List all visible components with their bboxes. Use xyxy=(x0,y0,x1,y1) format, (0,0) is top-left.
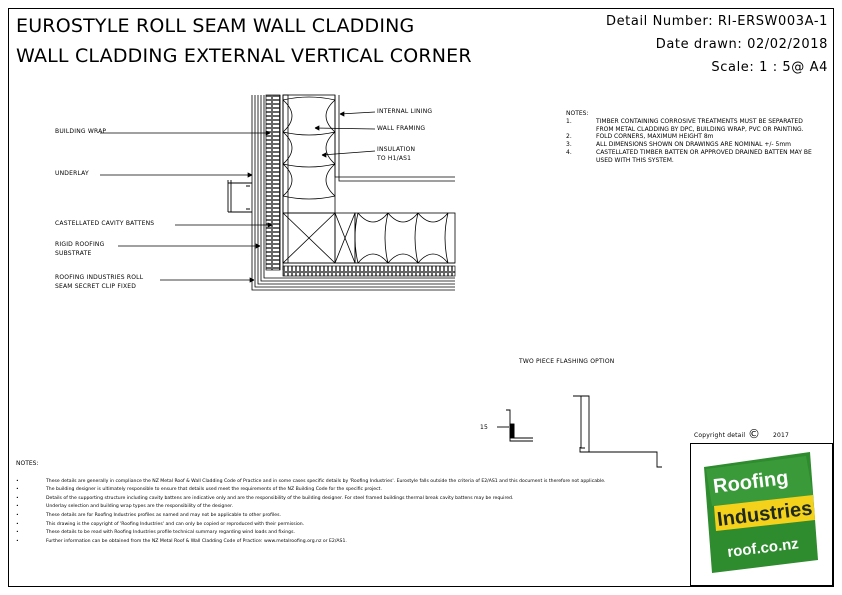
note-item: 4.CASTELLATED TIMBER BATTEN OR APPROVED … xyxy=(566,148,812,164)
bottom-note-item: •These details to be read with Roofing I… xyxy=(16,530,295,536)
cavity-battens-vertical xyxy=(265,94,284,271)
bottom-note-item: •This drawing is the copyright of 'Roofi… xyxy=(16,521,305,527)
note-item: 1.TIMBER CONTAINING CORROSIVE TREATMENTS… xyxy=(566,117,804,133)
wall-insulation-horizontal xyxy=(354,212,456,264)
label-roll-seam-2: SEAM SECRET CLIP FIXED xyxy=(55,283,137,290)
label-wall-framing: WALL FRAMING xyxy=(377,125,426,132)
bottom-note-item: •These details are for Roofing Industrie… xyxy=(16,512,281,518)
notes-right: NOTES: 1.TIMBER CONTAINING CORROSIVE TRE… xyxy=(566,110,816,165)
drawing-title-line-2: WALL CLADDING EXTERNAL VERTICAL CORNER xyxy=(16,45,472,67)
label-rigid-roofing-2: SUBSTRATE xyxy=(55,250,92,257)
drawing-scale: Scale: 1 : 5@ A4 xyxy=(711,60,828,75)
copyright-text: Copyright detail xyxy=(694,432,746,439)
label-insulation-2: TO H1/AS1 xyxy=(377,155,412,162)
drawing-title-line-1: EUROSTYLE ROLL SEAM WALL CLADDING xyxy=(16,15,415,37)
wall-insulation-vertical xyxy=(282,94,336,214)
bottom-note-item: •Details of the supporting structure inc… xyxy=(16,495,514,501)
label-dimension-15: 15 xyxy=(480,424,489,431)
label-underlay: UNDERLAY xyxy=(55,170,89,177)
two-piece-flashing-sketch xyxy=(497,395,662,468)
copyright-icon: © xyxy=(748,427,761,441)
note-item: 3.ALL DIMENSIONS SHOWN ON DRAWINGS ARE N… xyxy=(566,141,792,149)
roll-seam-clip xyxy=(227,180,252,213)
label-castellated-battens: CASTELLATED CAVITY BATTENS xyxy=(55,220,155,227)
label-building-wrap: BUILDING WRAP xyxy=(55,128,107,135)
copyright-year: 2017 xyxy=(773,432,790,439)
callout-leaders xyxy=(100,111,376,283)
label-rigid-roofing-1: RIGID ROOFING xyxy=(55,241,105,248)
label-internal-lining: INTERNAL LINING xyxy=(377,108,433,115)
wall-framing-timber xyxy=(282,94,356,264)
cavity-battens-horizontal xyxy=(282,262,456,277)
label-roll-seam-1: ROOFING INDUSTRIES ROLL xyxy=(55,274,144,281)
date-drawn: Date drawn: 02/02/2018 xyxy=(655,37,828,52)
cladding-layers xyxy=(251,95,455,291)
note-item: 2.FOLD CORNERS, MAXIMUM HEIGHT 8m xyxy=(566,133,714,141)
bottom-note-item: •Further information can be obtained fro… xyxy=(16,538,347,544)
notes-right-heading: NOTES: xyxy=(566,110,589,117)
bottom-note-item: •The building designer is ultimately res… xyxy=(16,487,382,493)
label-two-piece-flashing: TWO PIECE FLASHING OPTION xyxy=(519,358,615,365)
detail-number: Detail Number: RI-ERSW003A-1 xyxy=(605,14,828,29)
notes-bottom-heading: NOTES: xyxy=(16,460,39,467)
label-insulation-1: INSULATION xyxy=(377,146,416,153)
logo-box xyxy=(690,443,833,586)
bottom-note-item: •These details are generally in complian… xyxy=(16,478,606,484)
bottom-note-item: •Underlay selection and building wrap ty… xyxy=(16,504,234,510)
notes-bottom: NOTES: •These details are generally in c… xyxy=(16,460,686,546)
drawing-border xyxy=(8,8,834,587)
